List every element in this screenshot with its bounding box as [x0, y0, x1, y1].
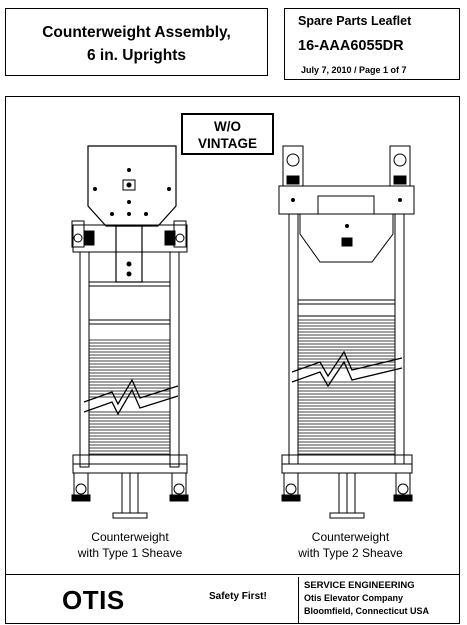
drawing-frame [5, 96, 460, 575]
right-caption: Counterweight with Type 2 Sheave [278, 529, 423, 561]
right-caption-line1: Counterweight [311, 530, 390, 544]
left-caption: Counterweight with Type 1 Sheave [60, 529, 200, 561]
engineering-dept: SERVICE ENGINEERING [304, 580, 415, 591]
left-caption-line2: with Type 1 Sheave [77, 546, 183, 560]
engineering-block: SERVICE ENGINEERING Otis Elevator Compan… [298, 577, 460, 624]
leaflet-number: 16-AAA6055DR [298, 38, 404, 54]
otis-logo: OTIS [62, 585, 125, 615]
document-title-line2: 6 in. Uprights [86, 47, 187, 64]
vintage-badge-line1: W/O [214, 119, 241, 134]
right-caption-line2: with Type 2 Sheave [298, 546, 403, 560]
vintage-badge-line2: VINTAGE [197, 136, 257, 151]
engineering-location: Bloomfield, Connecticut USA [304, 606, 430, 616]
left-caption-line1: Counterweight [91, 530, 169, 544]
leaflet-info-box: Spare Parts Leaflet 16-AAA6055DR July 7,… [284, 8, 460, 80]
right-counterweight-drawing [278, 145, 415, 519]
vintage-badge: W/O VINTAGE [181, 113, 274, 155]
safety-slogan: Safety First! [209, 591, 267, 602]
date-page: July 7, 2010 / Page 1 of 7 [301, 65, 407, 75]
engineering-company: Otis Elevator Company [304, 593, 404, 603]
left-counterweight-drawing [71, 145, 189, 519]
title-box: Counterweight Assembly, 6 in. Uprights [5, 8, 268, 76]
document-title-line1: Counterweight Assembly, [42, 24, 231, 41]
leaflet-label: Spare Parts Leaflet [298, 14, 412, 28]
footer [5, 575, 460, 624]
